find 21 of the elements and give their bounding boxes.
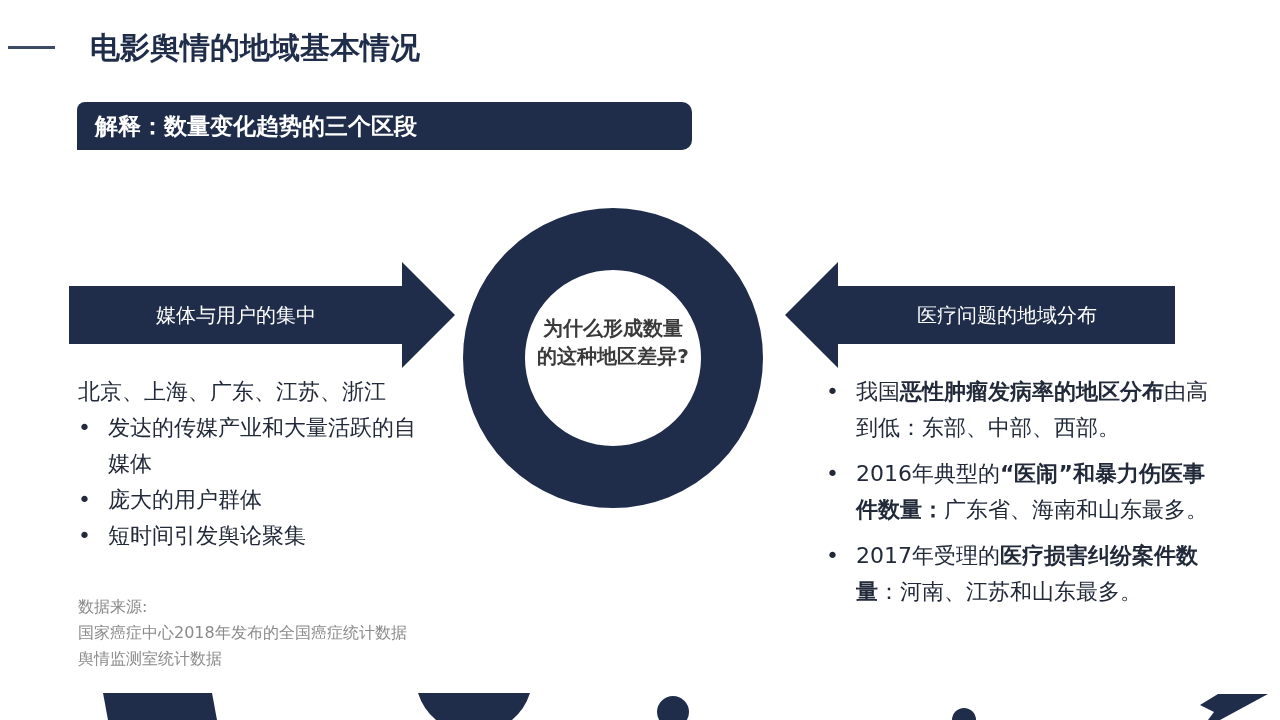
bullet-text: 发达的传媒产业和大量活跃的自媒体: [108, 414, 417, 478]
text-line: 北京、上海、广东、江苏、浙江: [78, 378, 387, 406]
bullet: •: [826, 542, 840, 570]
bullet-text: 庞大的用户群体: [108, 486, 262, 514]
bullet: •: [826, 378, 840, 406]
slide-title: 电影舆情的地域基本情况: [90, 29, 420, 67]
bullet-text: 我国恶性肿瘤发病率的地区分布由高到低：东部、中部、西部。: [856, 378, 1209, 442]
source-note: 国家癌症中心2018年发布的全国癌症统计数据: [78, 622, 407, 644]
bullet: •: [826, 460, 840, 488]
source-note: 舆情监测室统计数据: [78, 648, 223, 670]
bullet-text: 2017年受理的医疗损害纠纷案件数量：河南、江苏和山东最多。: [856, 542, 1199, 606]
ring-shape: 为什么形成数量的这种地区差异?: [463, 208, 763, 508]
bullet: •: [78, 414, 92, 442]
arrow-shape: 医疗问题的地域分布: [785, 262, 1175, 368]
bullet-text: 2016年典型的“医闹”和暴力伤医事件数量：广东省、海南和山东最多。: [856, 460, 1209, 524]
bullet-text: 短时间引发舆论聚集: [108, 522, 306, 550]
arrow-shape: 媒体与用户的集中: [69, 262, 455, 368]
bullet: •: [78, 522, 92, 550]
heading-banner: 解释：数量变化趋势的三个区段: [77, 102, 692, 150]
source-note: 数据来源:: [78, 596, 149, 618]
bullet: •: [78, 486, 92, 514]
